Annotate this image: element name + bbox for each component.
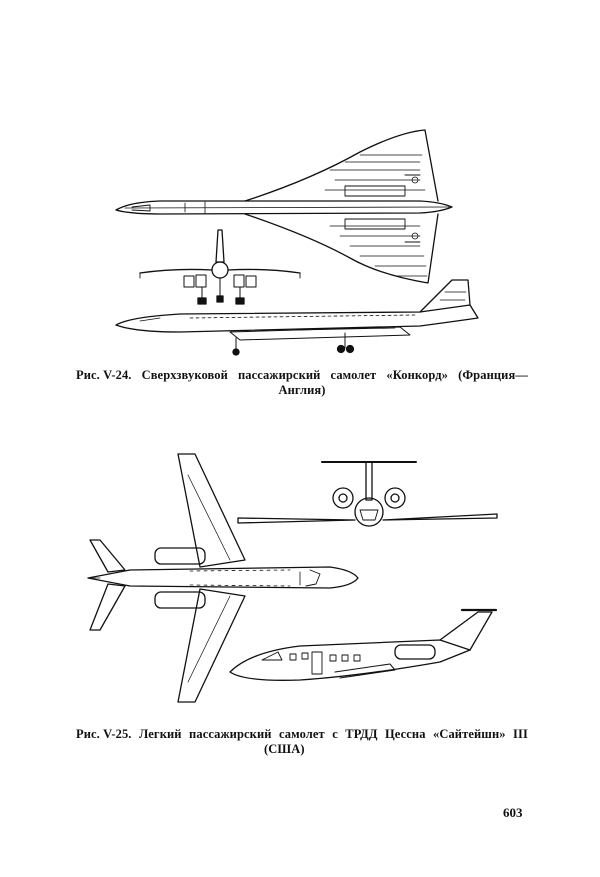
caption-word: ТРДД bbox=[345, 727, 378, 741]
caption-word: самолет bbox=[330, 368, 377, 382]
caption-word: Цессна bbox=[384, 727, 426, 741]
caption-line-2: (США) bbox=[264, 742, 305, 756]
concorde-plan-view bbox=[116, 130, 452, 283]
citation-side-view bbox=[230, 610, 496, 680]
concorde-front-view bbox=[140, 230, 300, 304]
figure-caption-v25: Рис. V-25. Легкий пассажирский самолет с… bbox=[76, 727, 528, 757]
caption-word: Рис. V-24. bbox=[76, 368, 132, 382]
caption-word: пассажирский bbox=[189, 727, 272, 741]
citation-plan-view bbox=[88, 454, 358, 702]
caption-line-1: Рис. V-24. Сверхзвуковой пассажирский са… bbox=[76, 368, 528, 383]
caption-line-2: Англия) bbox=[278, 383, 326, 397]
caption-word: III bbox=[513, 727, 528, 741]
caption-word: Легкий bbox=[138, 727, 182, 741]
figure-caption-v24: Рис. V-24. Сверхзвуковой пассажирский са… bbox=[76, 368, 528, 398]
caption-line-1: Рис. V-25. Легкий пассажирский самолет с… bbox=[76, 727, 528, 742]
concorde-side-view bbox=[116, 280, 478, 355]
caption-word: (Франция— bbox=[458, 368, 528, 382]
caption-word: «Сайтейшн» bbox=[432, 727, 506, 741]
caption-word: пассажирский bbox=[237, 368, 321, 382]
citation-front-view bbox=[238, 462, 497, 526]
caption-word: самолет bbox=[279, 727, 325, 741]
page-number: 603 bbox=[503, 805, 523, 820]
caption-word: с bbox=[332, 727, 338, 741]
caption-word: Сверхзвуковой bbox=[141, 368, 228, 382]
caption-word: «Конкорд» bbox=[386, 368, 449, 382]
caption-word: Рис. V-25. bbox=[76, 727, 132, 741]
